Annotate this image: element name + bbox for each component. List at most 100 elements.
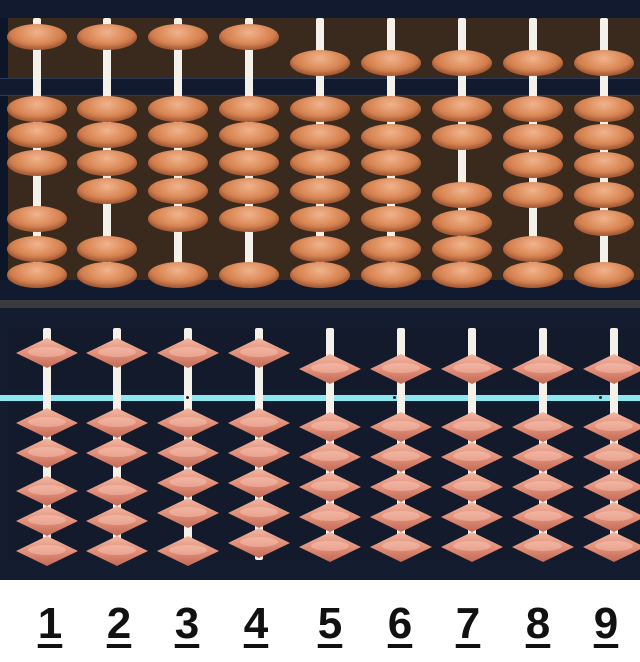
top-abacus-upper-bead: [148, 24, 208, 50]
top-abacus-lower-bead: [503, 152, 563, 178]
bead-highlight: [595, 481, 633, 491]
top-abacus-lower-bead: [77, 96, 137, 122]
bottom-abacus-lower-bead: [441, 472, 503, 502]
bead-highlight: [524, 363, 562, 373]
bead-highlight: [311, 451, 349, 461]
bottom-abacus-lower-bead: [228, 438, 290, 468]
bottom-abacus-lower-bead: [583, 412, 640, 442]
column-label-4: 4: [243, 599, 269, 648]
top-abacus-rod: [174, 18, 182, 280]
bead-highlight: [382, 363, 420, 373]
bottom-abacus-lower-bead: [441, 442, 503, 472]
bottom-abacus-lower-bead: [86, 506, 148, 536]
bottom-abacus-lower-frame: [0, 560, 640, 580]
bead-highlight: [240, 447, 278, 457]
top-abacus-lower-bead: [148, 96, 208, 122]
top-abacus-upper-bead: [219, 24, 279, 50]
top-abacus-lower-bead: [77, 122, 137, 148]
bead-highlight: [28, 515, 66, 525]
bottom-abacus-lower-bead: [299, 442, 361, 472]
bottom-abacus-lower-bead: [583, 442, 640, 472]
bottom-abacus-lower-bead: [441, 412, 503, 442]
bead-highlight: [98, 417, 136, 427]
top-abacus-lower-bead: [432, 182, 492, 208]
top-abacus-lower-bead: [148, 206, 208, 232]
bottom-abacus-lower-bead: [228, 468, 290, 498]
bead-highlight: [453, 363, 491, 373]
bead-highlight: [453, 511, 491, 521]
top-abacus-lower-bead: [361, 206, 421, 232]
top-abacus-upper-bead: [77, 24, 137, 50]
top-abacus-upper-bead: [290, 50, 350, 76]
bead-highlight: [524, 511, 562, 521]
bead-highlight: [169, 447, 207, 457]
bead-highlight: [453, 481, 491, 491]
bottom-abacus-lower-bead: [299, 472, 361, 502]
top-abacus-lower-bead: [290, 206, 350, 232]
bead-highlight: [98, 545, 136, 555]
top-abacus-lower-bead: [219, 96, 279, 122]
bottom-abacus-upper-frame: [0, 308, 640, 328]
top-abacus-lower-bead: [574, 124, 634, 150]
top-abacus-upper-bead: [574, 50, 634, 76]
bead-highlight: [98, 447, 136, 457]
column-label-7: 7: [455, 599, 481, 648]
top-abacus-upper-bead: [503, 50, 563, 76]
bead-highlight: [595, 511, 633, 521]
bead-highlight: [382, 481, 420, 491]
bead-highlight: [98, 515, 136, 525]
column-label-6: 6: [387, 599, 413, 648]
column-label-3: 3: [174, 599, 200, 648]
column-label-1: 1: [37, 599, 63, 648]
top-abacus-upper-bead: [361, 50, 421, 76]
top-abacus-lower-bead: [574, 152, 634, 178]
bottom-abacus-lower-bead: [157, 468, 219, 498]
bottom-abacus-lower-bead: [86, 476, 148, 506]
bottom-abacus-lower-bead: [512, 442, 574, 472]
bead-highlight: [311, 363, 349, 373]
bead-highlight: [311, 481, 349, 491]
bottom-abacus-upper-bead: [157, 338, 219, 368]
bead-highlight: [595, 421, 633, 431]
bottom-abacus-lower-bead: [370, 442, 432, 472]
bead-highlight: [28, 447, 66, 457]
bottom-abacus-lower-bead: [157, 408, 219, 438]
bead-highlight: [311, 541, 349, 551]
bead-highlight: [382, 451, 420, 461]
beam-unit-dot: [599, 396, 602, 399]
top-abacus-lower-bead: [361, 96, 421, 122]
bead-highlight: [240, 507, 278, 517]
top-abacus-lower-bead: [148, 262, 208, 288]
top-abacus-lower-bead: [148, 150, 208, 176]
top-abacus-lower-bead: [432, 96, 492, 122]
top-abacus-rod: [103, 18, 111, 280]
bottom-abacus-upper-bead: [299, 354, 361, 384]
abacus-divider: [0, 300, 640, 308]
top-abacus-lower-bead: [290, 124, 350, 150]
bead-highlight: [524, 541, 562, 551]
bottom-abacus-lower-bead: [157, 438, 219, 468]
bead-highlight: [595, 451, 633, 461]
bottom-abacus-lower-bead: [228, 528, 290, 558]
bead-highlight: [28, 545, 66, 555]
bead-highlight: [240, 347, 278, 357]
top-abacus-lower-bead: [219, 178, 279, 204]
top-abacus-lower-bead: [503, 236, 563, 262]
top-abacus-lower-bead: [361, 150, 421, 176]
top-abacus-lower-bead: [7, 206, 67, 232]
bottom-abacus-lower-bead: [16, 506, 78, 536]
bottom-abacus-lower-bead: [370, 532, 432, 562]
top-abacus-lower-bead: [432, 262, 492, 288]
bottom-abacus-lower-bead: [441, 502, 503, 532]
bottom-abacus-upper-bead: [370, 354, 432, 384]
top-abacus-lower-bead: [290, 150, 350, 176]
top-abacus-upper-bead: [7, 24, 67, 50]
bottom-abacus-lower-bead: [512, 472, 574, 502]
bead-highlight: [524, 451, 562, 461]
bottom-abacus-lower-bead: [370, 412, 432, 442]
bead-highlight: [382, 421, 420, 431]
column-label-8: 8: [525, 599, 551, 648]
top-abacus-upper-bead: [432, 50, 492, 76]
top-abacus-lower-bead: [361, 178, 421, 204]
top-abacus-lower-bead: [219, 262, 279, 288]
